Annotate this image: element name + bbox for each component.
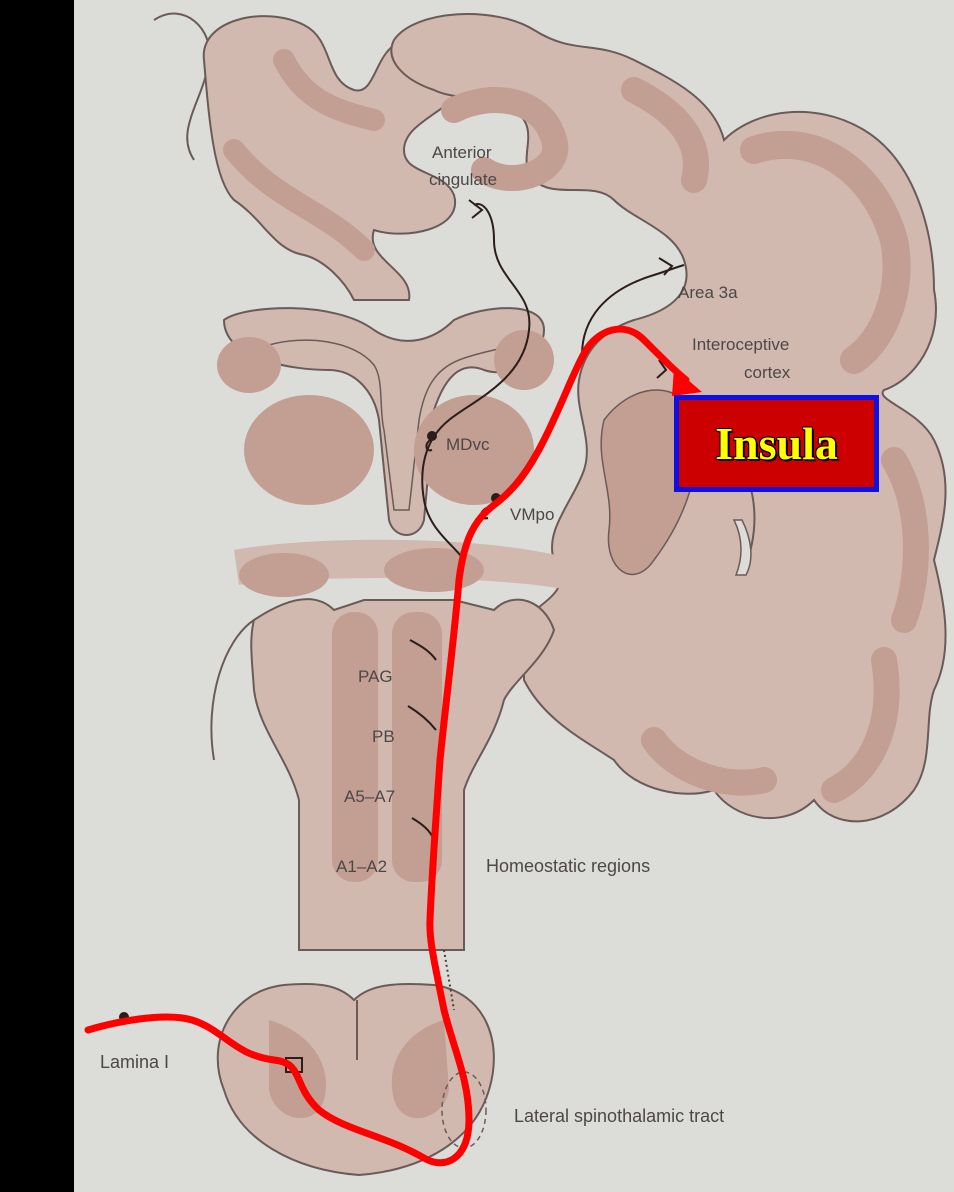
synapse-mark bbox=[469, 200, 482, 218]
insula-callout: Insula bbox=[674, 395, 879, 492]
label-spinothalamic: Lateral spinothalamic tract bbox=[514, 1106, 724, 1126]
label-interoceptive-line1: Interoceptive bbox=[692, 335, 789, 354]
label-anterior-line2: cingulate bbox=[429, 170, 497, 189]
label-a1-a2: A1–A2 bbox=[336, 857, 387, 876]
diagram-svg: Anterior cingulate Area 3a Interoceptive… bbox=[74, 0, 954, 1192]
thalamus-left bbox=[244, 395, 374, 505]
label-pag: PAG bbox=[358, 667, 393, 686]
midbrain-nucleus bbox=[384, 548, 484, 592]
label-a5-a7: A5–A7 bbox=[344, 787, 395, 806]
label-pb: PB bbox=[372, 727, 395, 746]
label-area-3a: Area 3a bbox=[678, 283, 738, 302]
brainstem-column-left bbox=[332, 612, 378, 882]
insula-callout-text: Insula bbox=[715, 417, 838, 470]
label-interoceptive-line2: cortex bbox=[744, 363, 791, 382]
mdvc-node bbox=[427, 431, 437, 441]
label-homeostatic: Homeostatic regions bbox=[486, 856, 650, 876]
brain-diagram: Anterior cingulate Area 3a Interoceptive… bbox=[74, 0, 954, 1192]
brainstem-edge bbox=[211, 620, 254, 760]
cortex-edge-fold bbox=[154, 14, 210, 160]
label-lamina: Lamina I bbox=[100, 1052, 169, 1072]
nucleus-left bbox=[217, 337, 281, 393]
label-vmpo: VMpo bbox=[510, 505, 554, 524]
label-mdvc: MDvc bbox=[446, 435, 490, 454]
midbrain-nucleus bbox=[239, 553, 329, 597]
label-anterior-line1: Anterior bbox=[432, 143, 492, 162]
spinal-cord bbox=[218, 984, 494, 1175]
